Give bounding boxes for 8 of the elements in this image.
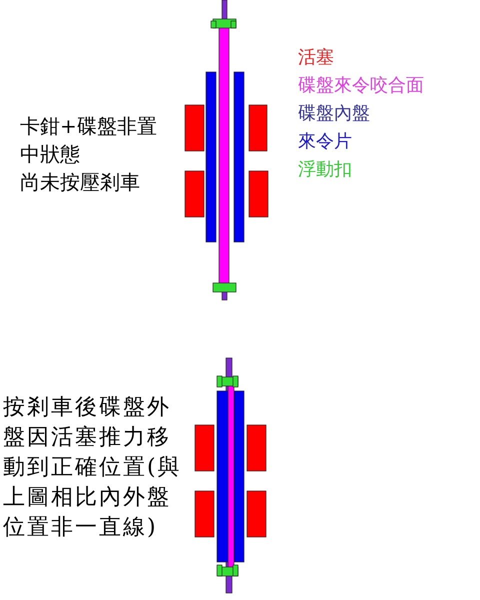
legend-text: 浮動扣 — [298, 158, 352, 182]
legend-text: 活塞 — [298, 46, 334, 70]
legend-text: 碟盤來令咬合面 — [298, 74, 424, 98]
legend-text: 碟盤內盤 — [298, 102, 370, 126]
caption-text: 卡鉗+碟盤非置中狀態 — [20, 113, 158, 168]
caption-text: 尚未按壓剎車 — [20, 169, 141, 196]
caption-text: 按剎車後碟盤外盤因活塞推力移動到正確位置(與上圖相比內外盤位置非一直線) — [3, 394, 183, 542]
legend-text: 來令片 — [298, 130, 352, 154]
